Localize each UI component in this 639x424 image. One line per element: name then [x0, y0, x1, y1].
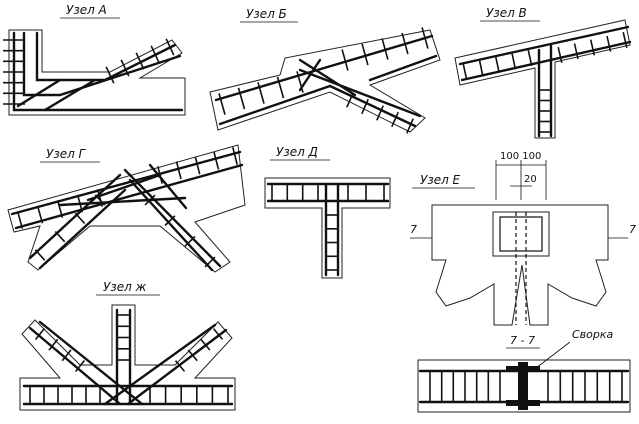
stirrup [622, 32, 628, 48]
section-mark-right: 7 [629, 223, 636, 236]
weld-note: Сворка [572, 328, 614, 341]
stirrup [511, 53, 517, 70]
stirrup [174, 360, 186, 372]
stirrup [16, 211, 24, 229]
stirrup [36, 205, 44, 224]
node-g-drawing [7, 144, 246, 273]
node-a-drawing [3, 29, 186, 116]
stirrup [74, 360, 86, 372]
stirrup [34, 249, 46, 261]
stirrup [606, 35, 612, 52]
stirrup [48, 338, 59, 351]
node-b-drawing [209, 27, 441, 134]
stirrup [54, 230, 66, 243]
stirrup [361, 98, 369, 115]
stirrup [105, 66, 115, 84]
stirrup [557, 47, 563, 63]
node-v-label: Узел В [486, 6, 527, 20]
node-e-label: Узел Е [420, 173, 461, 187]
stirrup [276, 76, 285, 99]
node-e-dim-top: 100 100 [500, 151, 541, 162]
stirrup [361, 43, 369, 66]
stirrup [164, 215, 176, 227]
node-zh-label: Узел ж [103, 280, 147, 294]
node-zh-drawing [19, 304, 236, 411]
stirrup [391, 111, 399, 128]
stirrup [120, 59, 130, 77]
stirrup [376, 105, 384, 121]
stirrup [34, 328, 46, 340]
stirrup [406, 118, 414, 134]
stirrup [462, 64, 468, 80]
stirrup [200, 338, 211, 351]
stirrup [157, 166, 163, 184]
node-d-drawing [264, 177, 391, 279]
stirrup [527, 50, 533, 66]
stirrup [257, 82, 265, 104]
stirrup [76, 194, 84, 213]
node-a-label: Узел А [66, 3, 107, 17]
node-e-dim-inner: 20 [524, 174, 537, 185]
stirrup [237, 87, 246, 110]
stirrup [204, 256, 216, 268]
section-title: 7 - 7 [510, 334, 535, 347]
stirrup [478, 60, 484, 77]
stirrup [212, 328, 224, 340]
stirrup [56, 200, 64, 218]
stirrup [346, 92, 354, 108]
node-d-label: Узел Д [276, 145, 318, 159]
stirrup [341, 49, 349, 71]
stirrup [194, 156, 201, 175]
stirrup [573, 43, 579, 60]
stirrup [135, 52, 145, 70]
section-7-7-drawing [417, 341, 631, 413]
stirrup [421, 27, 429, 49]
stirrup [187, 349, 198, 362]
stirrup [165, 38, 175, 56]
node-b-label: Узел Б [246, 7, 287, 21]
stirrup [184, 235, 196, 247]
stirrup [401, 32, 409, 55]
stirrup [296, 71, 304, 93]
stirrup [74, 212, 86, 225]
stirrup [144, 194, 156, 206]
stirrup [232, 147, 238, 165]
stirrup [495, 57, 500, 73]
stirrup [381, 38, 389, 60]
stirrup [96, 189, 104, 207]
node-e-drawing [410, 160, 628, 326]
node-v-drawing [454, 19, 632, 139]
stirrup [61, 349, 72, 362]
stirrup [213, 151, 220, 170]
stirrup [94, 194, 106, 206]
stirrup [589, 39, 596, 56]
node-g-label: Узел Г [46, 147, 87, 161]
stirrup [218, 93, 226, 115]
section-mark-left: 7 [410, 223, 417, 236]
stirrup [150, 45, 160, 63]
stirrup [175, 161, 182, 180]
